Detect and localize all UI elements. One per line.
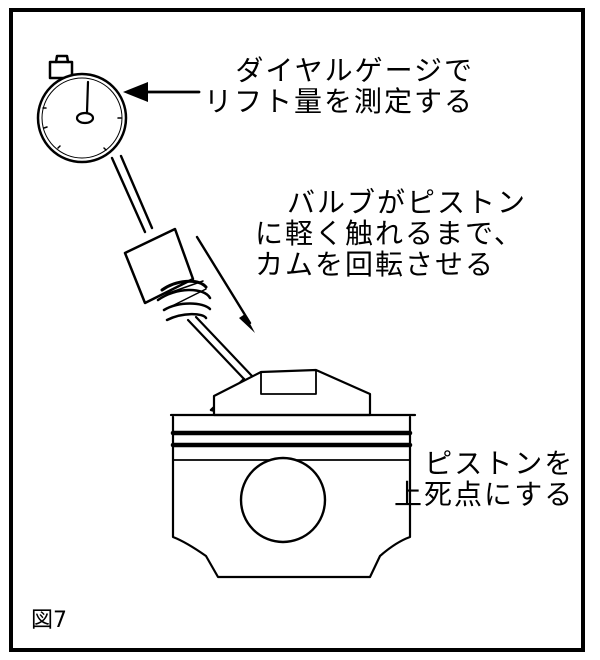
gauge-spindle <box>110 154 154 234</box>
piston-crown <box>212 368 372 417</box>
piston-body <box>170 415 413 579</box>
piston-callout: ピストンを 上死点にする <box>394 448 574 510</box>
piston-pin-bore <box>239 456 327 544</box>
valve-spring <box>156 279 212 322</box>
piston-callout-line2: 上死点にする <box>394 478 575 511</box>
valve-tappet <box>123 227 195 305</box>
valve-cam-callout-line1: バルブがピストン <box>287 186 528 219</box>
dial-gauge <box>36 54 128 164</box>
dial-gauge-callout-line1: ダイヤルゲージで <box>235 54 475 87</box>
arrows <box>123 82 255 333</box>
dial-gauge-callout: ダイヤルゲージで リフト量を測定する <box>204 55 474 117</box>
dial-gauge-callout-line2: リフト量を測定する <box>204 85 475 118</box>
figure-label: 図7 <box>31 608 67 633</box>
valve-cam-callout: バルブがピストン に軽く触れるまで、 カムを回転させる <box>255 187 527 280</box>
valve-cam-callout-line3: カムを回転させる <box>255 248 496 281</box>
valve-cam-callout-line2: に軽く触れるまで、 <box>255 217 524 250</box>
piston-callout-line1: ピストンを <box>424 447 575 480</box>
